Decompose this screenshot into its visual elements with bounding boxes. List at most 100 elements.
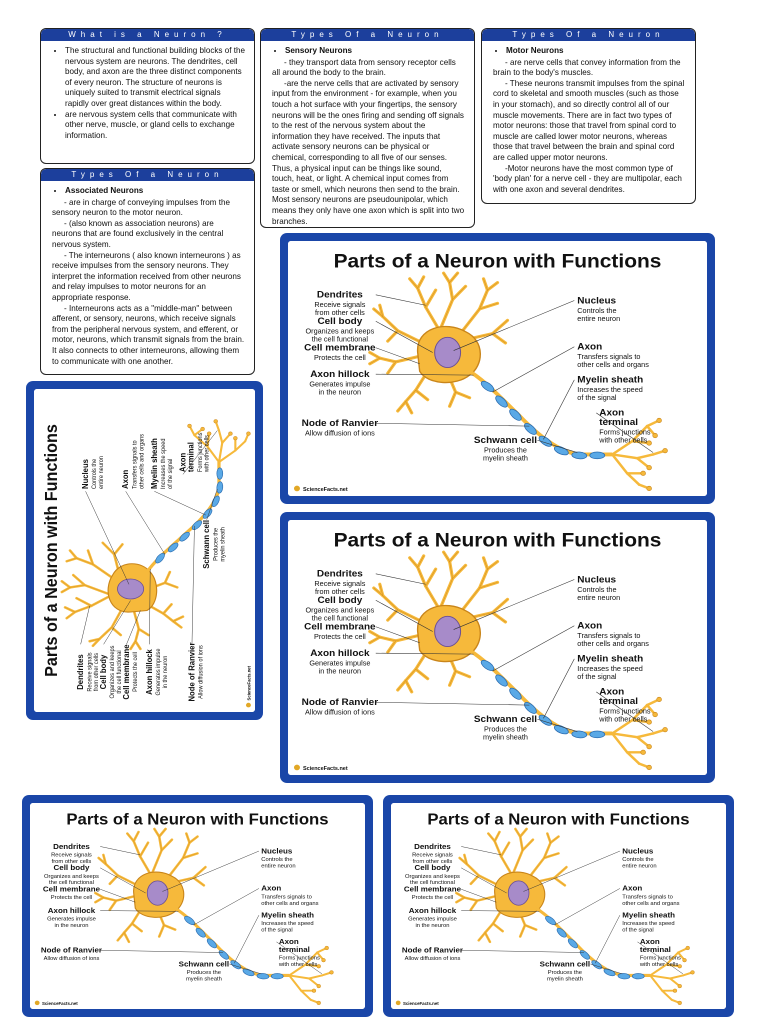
terminal-bulb bbox=[646, 719, 652, 725]
myelin-segment bbox=[571, 730, 588, 739]
myelin-segment bbox=[495, 674, 508, 687]
terminal-bulb bbox=[316, 964, 321, 969]
part-name: Node of Ranvier bbox=[302, 418, 379, 429]
part-desc: Receive signals bbox=[87, 652, 93, 691]
part-desc: Produces the bbox=[187, 970, 221, 976]
dendrite-outline bbox=[66, 557, 77, 562]
part-desc: Forms junctions bbox=[198, 432, 204, 472]
sensory-para-1: - they transport data from sensory recep… bbox=[272, 57, 456, 78]
leader-line bbox=[375, 652, 474, 655]
part-desc: other cells and organs bbox=[577, 640, 649, 648]
part-desc: other cells and organs bbox=[139, 434, 145, 489]
dendrite-outline bbox=[133, 831, 139, 842]
terminal-bulb bbox=[329, 970, 334, 975]
leader-line bbox=[149, 568, 151, 645]
myelin-segment bbox=[571, 451, 588, 460]
part-name: Dendrites bbox=[414, 842, 451, 851]
dendrite-outline bbox=[66, 611, 76, 619]
diagram-background bbox=[34, 389, 255, 712]
terminal-bulb bbox=[677, 984, 682, 989]
part-desc: in the neuron bbox=[319, 389, 362, 397]
diagram-title: Parts of a Neuron with Functions bbox=[334, 530, 662, 551]
part-desc: Transfers signals to bbox=[132, 440, 138, 489]
dendrite-outline bbox=[98, 857, 107, 865]
dendrite-outline bbox=[61, 587, 71, 593]
leader-line bbox=[162, 850, 260, 892]
part-desc: Forms junctions bbox=[599, 429, 651, 437]
part-desc: Generates impulse bbox=[156, 649, 162, 696]
credit-text: ScienceFacts.net bbox=[303, 487, 348, 493]
myelin-segment bbox=[589, 451, 606, 460]
part-desc: Allow diffusion of ions bbox=[305, 709, 375, 717]
dendrite-outline bbox=[154, 828, 160, 837]
part-desc: Forms junctions bbox=[640, 955, 681, 961]
logo-icon bbox=[293, 485, 300, 492]
dendrite-outline bbox=[452, 565, 466, 579]
dendrite-outline bbox=[522, 839, 534, 851]
neuron-illustration bbox=[368, 550, 668, 770]
part-desc: Produces the bbox=[548, 970, 582, 976]
leader-line bbox=[461, 867, 507, 894]
dendrite-outline bbox=[163, 604, 172, 614]
terminal-bulb bbox=[321, 958, 326, 963]
what-is-neuron-body: The structural and functional building b… bbox=[41, 41, 254, 145]
dendrite-outline bbox=[369, 357, 381, 365]
dendrite-outline bbox=[455, 670, 470, 678]
part-desc: Allow diffusion of ions bbox=[305, 430, 375, 438]
myelin-segment bbox=[155, 553, 165, 564]
part-desc: from other cells bbox=[413, 859, 453, 865]
part-name: Dendrites bbox=[317, 569, 363, 580]
leader-line bbox=[461, 910, 540, 912]
nucleus-shape bbox=[507, 880, 530, 906]
dendrite-outline bbox=[387, 361, 397, 374]
terminal-bulb bbox=[316, 984, 321, 989]
part-name: Node of Ranvier bbox=[402, 946, 463, 955]
dendrite-outline bbox=[459, 857, 468, 865]
myelin-segment bbox=[167, 542, 179, 553]
dendrite-outline bbox=[425, 568, 436, 587]
part-name: Cell membrane bbox=[122, 644, 131, 700]
logo-icon bbox=[245, 702, 251, 708]
nucleus-shape bbox=[434, 615, 462, 648]
part-desc: of the signal bbox=[577, 394, 617, 402]
leader-line bbox=[126, 610, 141, 645]
motor-subtitle: Motor Neurons bbox=[506, 46, 686, 57]
part-name: Cell body bbox=[99, 654, 108, 689]
part-desc: Controls the bbox=[261, 857, 292, 863]
dendrite-outline bbox=[131, 923, 142, 932]
logo-icon bbox=[395, 1000, 401, 1006]
part-name: Axon bbox=[577, 621, 602, 632]
myelin-segment bbox=[603, 968, 616, 977]
leader-line bbox=[80, 605, 90, 645]
dendrite-outline bbox=[379, 304, 384, 317]
part-desc: Protects the cell bbox=[314, 354, 366, 362]
myelin-segment bbox=[545, 916, 556, 925]
credit-logo: ScienceFacts.net bbox=[395, 1000, 439, 1006]
part-name: Schwann cell bbox=[474, 714, 537, 725]
dendrite-outline bbox=[387, 640, 397, 653]
what-is-neuron-heading: What is a Neuron ? bbox=[41, 29, 254, 41]
sensory-subtitle: Sensory Neurons bbox=[285, 46, 465, 57]
dendrite-outline bbox=[113, 544, 123, 555]
dendrite-outline bbox=[405, 401, 413, 414]
dendrite-outline bbox=[163, 924, 176, 930]
terminal-bulb bbox=[690, 970, 695, 975]
dendrite-outline bbox=[519, 828, 527, 837]
part-desc: Increases the speed bbox=[622, 921, 674, 927]
diagram-title: Parts of a Neuron with Functions bbox=[334, 251, 662, 272]
terminal-bulb bbox=[233, 436, 238, 441]
part-desc: myelin sheath bbox=[220, 527, 226, 562]
part-name: Axon bbox=[599, 408, 624, 419]
